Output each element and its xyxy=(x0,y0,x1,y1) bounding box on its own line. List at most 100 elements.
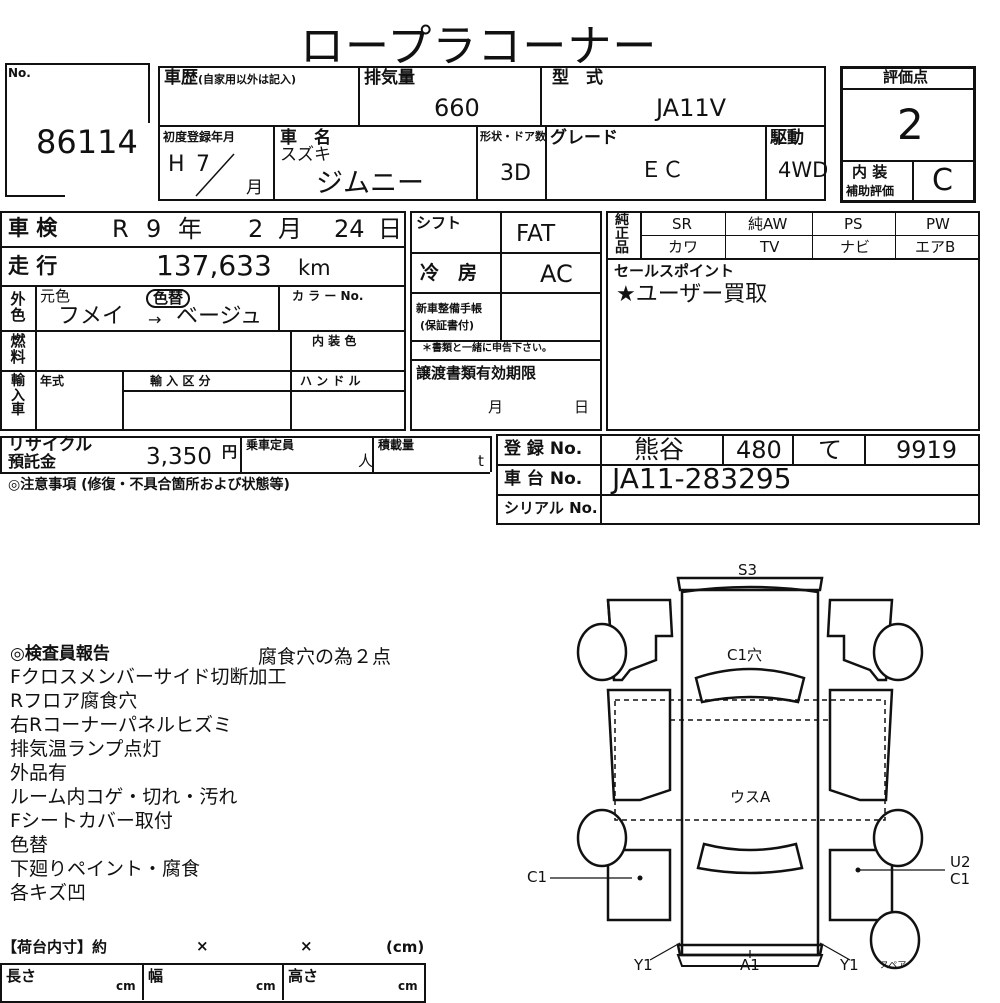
inspector-line: Fクロスメンバーサイド切断加工 xyxy=(10,666,287,688)
rating-label: 評価点 xyxy=(883,68,929,86)
fuel-col-label: 燃料 xyxy=(10,332,26,366)
equipment-label: 純正品 xyxy=(615,212,629,256)
color-changed-label: 色替 xyxy=(146,289,191,308)
displacement-value: 660 xyxy=(434,94,480,122)
body-type-value: 3D xyxy=(500,161,531,186)
mileage-unit: km xyxy=(298,256,331,280)
inspector-line: 下廻りペイント・腐食 xyxy=(10,858,201,880)
no-box xyxy=(5,63,153,198)
inspector-line: 色替 xyxy=(10,834,49,856)
cargo-unit: (cm) xyxy=(386,938,425,956)
registration-grid xyxy=(496,434,980,525)
sales-point-label: セールスポイント xyxy=(614,262,735,280)
shaken-day: 24 xyxy=(334,215,365,243)
equip-item: PS xyxy=(844,215,863,233)
inspector-label: ◎検査員報告 xyxy=(10,644,110,664)
equip-item: カワ xyxy=(668,238,699,256)
shift-label: シフト xyxy=(416,214,462,232)
shaken-month: 2 xyxy=(248,215,264,243)
inspector-line: 各キズ凹 xyxy=(10,882,87,904)
first-reg-year: 7 xyxy=(196,152,210,177)
import-type-label: 輸 入 区 分 xyxy=(150,374,211,388)
cargo-length-label: 長さ xyxy=(6,967,37,985)
equip-item: 純AW xyxy=(748,215,788,233)
equip-item: ナビ xyxy=(840,238,871,256)
transfer-label: 譲渡書類有効期限 xyxy=(416,364,537,382)
mileage-label: 走 行 xyxy=(8,254,58,278)
equip-item: PW xyxy=(926,215,950,233)
shaken-month-unit: 月 xyxy=(278,215,302,243)
car-name-label: 車 名 xyxy=(280,128,331,148)
recycle-value: 3,350 xyxy=(146,444,212,470)
import-col-label: 輸入車 xyxy=(11,373,25,419)
shaken-day-unit: 日 xyxy=(378,215,402,243)
manual-label: 新車整備手帳 xyxy=(416,302,482,315)
header-grid xyxy=(158,66,826,201)
history-label: 車歴(自家用以外は記入) xyxy=(164,68,297,88)
color-from: フメイ xyxy=(58,304,125,329)
registration-class: 480 xyxy=(736,436,782,464)
cargo-length-unit: cm xyxy=(116,979,136,993)
recycle-sub-label: 預託金 xyxy=(8,452,57,471)
diagram-a1: A1 xyxy=(740,956,760,974)
rating-box xyxy=(840,66,976,203)
diagram-c1-hole: C1穴 xyxy=(727,646,763,664)
cargo-height-unit: cm xyxy=(398,979,418,993)
cargo-height-label: 高さ xyxy=(288,967,319,985)
color-arrow: → xyxy=(148,310,162,329)
inspector-line: Fシートカバー取付 xyxy=(10,810,173,832)
page-title: ロープラコーナー xyxy=(300,21,658,72)
load-unit: t xyxy=(478,452,484,470)
mid-spec-grid xyxy=(410,211,602,431)
equip-item: TV xyxy=(760,238,780,256)
shaken-label: 車 検 xyxy=(8,216,58,240)
cargo-label: 【荷台内寸】約 xyxy=(2,938,108,956)
diagram-c1-right: C1 xyxy=(950,870,971,888)
diagram-y1-left: Y1 xyxy=(634,956,653,974)
grade-label: グレード xyxy=(550,128,618,148)
grade-value: ＥＣ xyxy=(640,158,685,183)
cargo-x2: × xyxy=(300,937,313,955)
shift-value: FAT xyxy=(516,221,556,247)
shaken-year-unit: 年 xyxy=(178,215,202,243)
interior-color-label: 内 装 色 xyxy=(312,334,357,348)
drive-label: 駆動 xyxy=(770,128,804,148)
first-reg-era: H xyxy=(168,152,185,177)
car-damage-diagram xyxy=(550,576,945,970)
first-reg-month-unit: 月 xyxy=(246,178,263,198)
shaken-year: 9 xyxy=(146,215,162,243)
model-label: 型 式 xyxy=(552,68,603,88)
cargo-width-label: 幅 xyxy=(148,967,164,985)
chassis-label: 車 台 No. xyxy=(504,469,583,489)
car-name-value: ジムニー xyxy=(316,168,424,199)
registration-area: 熊谷 xyxy=(634,435,685,464)
left-spec-grid xyxy=(0,211,406,431)
registration-label: 登 録 No. xyxy=(504,439,583,459)
body-type-label: 形状・ドア数 xyxy=(480,130,546,143)
import-handle-label: ハ ン ド ル xyxy=(300,374,361,388)
cargo-x1: × xyxy=(196,937,209,955)
sales-point-value: ★ユーザー買取 xyxy=(616,282,768,307)
registration-number: 9919 xyxy=(896,436,958,464)
diagram-u2: U2 xyxy=(950,853,971,871)
import-year-label: 年式 xyxy=(40,374,65,388)
color-orig-label: 元色 xyxy=(40,287,71,305)
inspector-line: Rフロア腐食穴 xyxy=(10,690,138,712)
ac-label: 冷 房 xyxy=(420,262,478,284)
load-label: 積載量 xyxy=(378,438,415,452)
diagram-usu-a: ウスA xyxy=(730,788,771,806)
no-label: No. xyxy=(8,66,31,80)
drive-value: 4WD xyxy=(778,158,829,182)
diagram-c1-left: C1 xyxy=(527,868,548,886)
color-code-label: カ ラ ー No. xyxy=(292,289,364,303)
diagram-spare: スペア xyxy=(880,961,907,971)
color-col-label: 外色 xyxy=(10,290,26,324)
registration-kana: て xyxy=(818,436,842,464)
rating-value: 2 xyxy=(897,100,924,149)
serial-label: シリアル No. xyxy=(504,499,598,517)
transfer-month: 月 xyxy=(488,398,504,416)
first-reg-label: 初度登録年月 xyxy=(163,130,236,144)
no-value: 86114 xyxy=(36,123,138,161)
inspector-line: 外品有 xyxy=(10,762,68,784)
cargo-width-unit: cm xyxy=(256,979,276,993)
